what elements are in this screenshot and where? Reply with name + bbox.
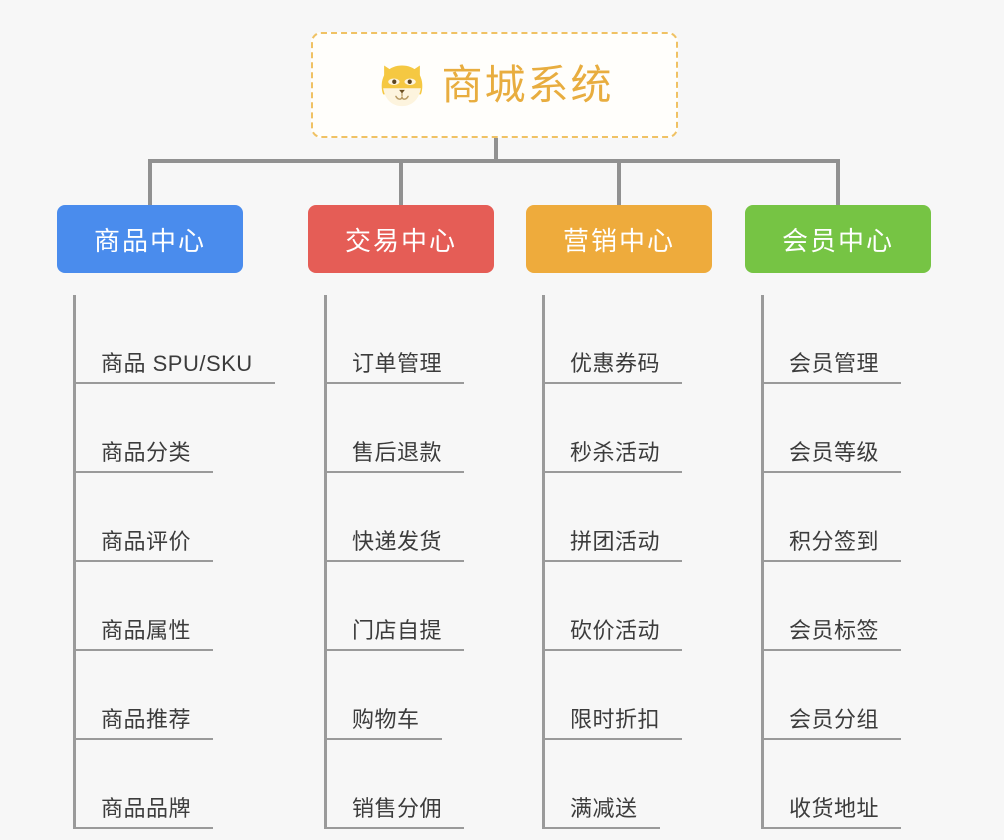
leaf-item-underline xyxy=(542,382,682,384)
leaf-item-label: 商品推荐 xyxy=(101,707,192,732)
shiba-dog-face-icon xyxy=(376,59,428,111)
leaf-item[interactable]: 商品评价 xyxy=(73,473,307,562)
leaf-item[interactable]: 秒杀活动 xyxy=(542,384,745,473)
leaf-item-label: 商品 SPU/SKU xyxy=(101,351,253,376)
leaf-list-1: 订单管理售后退款快递发货门店自提购物车销售分佣 xyxy=(308,295,526,829)
leaf-item-underline xyxy=(73,560,213,562)
leaf-item[interactable]: 拼团活动 xyxy=(542,473,745,562)
leaf-item[interactable]: 限时折扣 xyxy=(542,651,745,740)
root-title: 商城系统 xyxy=(441,61,614,108)
leaf-item[interactable]: 销售分佣 xyxy=(324,740,526,829)
connector-drop-1 xyxy=(399,159,403,205)
leaf-item-label: 会员管理 xyxy=(789,351,880,376)
leaf-item-underline xyxy=(761,649,901,651)
leaf-item-underline xyxy=(761,827,901,829)
branch-column-1: 交易中心 订单管理售后退款快递发货门店自提购物车销售分佣 xyxy=(308,205,526,829)
leaf-list-2: 优惠券码秒杀活动拼团活动砍价活动限时折扣满减送 xyxy=(526,295,745,829)
branch-header-1[interactable]: 交易中心 xyxy=(308,205,494,273)
leaf-item-label: 会员标签 xyxy=(789,618,880,643)
leaf-item-label: 订单管理 xyxy=(352,351,443,376)
leaf-item-underline xyxy=(542,560,682,562)
leaf-item-label: 秒杀活动 xyxy=(570,440,661,465)
branch-column-3: 会员中心 会员管理会员等级积分签到会员标签会员分组收货地址 xyxy=(745,205,964,829)
connector-stem xyxy=(494,138,498,162)
leaf-item-label: 商品分类 xyxy=(101,440,192,465)
leaf-spine-2 xyxy=(542,295,545,829)
root-node-shop-system[interactable]: 商城系统 xyxy=(311,32,678,138)
leaf-item-label: 售后退款 xyxy=(352,440,443,465)
leaf-list-0: 商品 SPU/SKU 商品分类商品评价商品属性商品推荐商品品牌 xyxy=(57,295,307,829)
leaf-item[interactable]: 门店自提 xyxy=(324,562,526,651)
leaf-item-label: 销售分佣 xyxy=(352,796,443,821)
leaf-item[interactable]: 会员标签 xyxy=(761,562,964,651)
leaf-item-underline xyxy=(324,649,464,651)
leaf-item-label: 积分签到 xyxy=(789,529,880,554)
connector-drop-3 xyxy=(836,159,840,205)
leaf-item[interactable]: 快递发货 xyxy=(324,473,526,562)
leaf-item-underline xyxy=(73,382,275,384)
leaf-item-underline xyxy=(324,827,464,829)
leaf-item-label: 砍价活动 xyxy=(570,618,661,643)
connector-drop-0 xyxy=(148,159,152,205)
leaf-item[interactable]: 会员等级 xyxy=(761,384,964,473)
leaf-item[interactable]: 商品品牌 xyxy=(73,740,307,829)
leaf-item-underline xyxy=(761,560,901,562)
leaf-spine-0 xyxy=(73,295,76,829)
leaf-item[interactable]: 会员分组 xyxy=(761,651,964,740)
leaf-item-label: 会员分组 xyxy=(789,707,880,732)
leaf-item-underline xyxy=(324,382,464,384)
leaf-item[interactable]: 售后退款 xyxy=(324,384,526,473)
leaf-item[interactable]: 商品推荐 xyxy=(73,651,307,740)
leaf-item-underline xyxy=(73,738,213,740)
leaf-item-underline xyxy=(761,738,901,740)
leaf-item-label: 商品评价 xyxy=(101,529,192,554)
leaf-item-underline xyxy=(542,738,682,740)
branch-header-3[interactable]: 会员中心 xyxy=(745,205,931,273)
leaf-item[interactable]: 满减送 xyxy=(542,740,745,829)
leaf-item-underline xyxy=(73,649,213,651)
leaf-item-underline xyxy=(324,471,464,473)
leaf-item-label: 快递发货 xyxy=(352,529,443,554)
leaf-item[interactable]: 商品分类 xyxy=(73,384,307,473)
leaf-item-label: 满减送 xyxy=(570,796,638,821)
leaf-item[interactable]: 收货地址 xyxy=(761,740,964,829)
leaf-item-label: 优惠券码 xyxy=(570,351,661,376)
leaf-spine-1 xyxy=(324,295,327,829)
leaf-item-label: 会员等级 xyxy=(789,440,880,465)
leaf-item-underline xyxy=(542,649,682,651)
leaf-item[interactable]: 商品属性 xyxy=(73,562,307,651)
leaf-item-underline xyxy=(324,738,442,740)
leaf-item[interactable]: 订单管理 xyxy=(324,295,526,384)
leaf-item-label: 拼团活动 xyxy=(570,529,661,554)
leaf-item-underline xyxy=(542,827,660,829)
leaf-item-underline xyxy=(761,471,901,473)
leaf-item[interactable]: 购物车 xyxy=(324,651,526,740)
branch-column-2: 营销中心 优惠券码秒杀活动拼团活动砍价活动限时折扣满减送 xyxy=(526,205,745,829)
leaf-item[interactable]: 积分签到 xyxy=(761,473,964,562)
leaf-item-label: 购物车 xyxy=(352,707,420,732)
leaf-item-underline xyxy=(761,382,901,384)
branch-header-2[interactable]: 营销中心 xyxy=(526,205,712,273)
leaf-item[interactable]: 会员管理 xyxy=(761,295,964,384)
branch-header-0[interactable]: 商品中心 xyxy=(57,205,243,273)
leaf-item-label: 商品属性 xyxy=(101,618,192,643)
leaf-item-underline xyxy=(73,827,213,829)
leaf-item-label: 商品品牌 xyxy=(101,796,192,821)
leaf-spine-3 xyxy=(761,295,764,829)
leaf-item-label: 门店自提 xyxy=(352,618,443,643)
connector-drop-2 xyxy=(617,159,621,205)
leaf-list-3: 会员管理会员等级积分签到会员标签会员分组收货地址 xyxy=(745,295,964,829)
leaf-item-label: 收货地址 xyxy=(789,796,880,821)
branch-column-0: 商品中心 商品 SPU/SKU 商品分类商品评价商品属性商品推荐商品品牌 xyxy=(57,205,307,829)
leaf-item-label: 限时折扣 xyxy=(570,707,661,732)
leaf-item-underline xyxy=(542,471,682,473)
leaf-item[interactable]: 商品 SPU/SKU xyxy=(73,295,307,384)
connector-bus xyxy=(148,159,840,163)
leaf-item[interactable]: 砍价活动 xyxy=(542,562,745,651)
leaf-item-underline xyxy=(324,560,464,562)
leaf-item-underline xyxy=(73,471,213,473)
leaf-item[interactable]: 优惠券码 xyxy=(542,295,745,384)
